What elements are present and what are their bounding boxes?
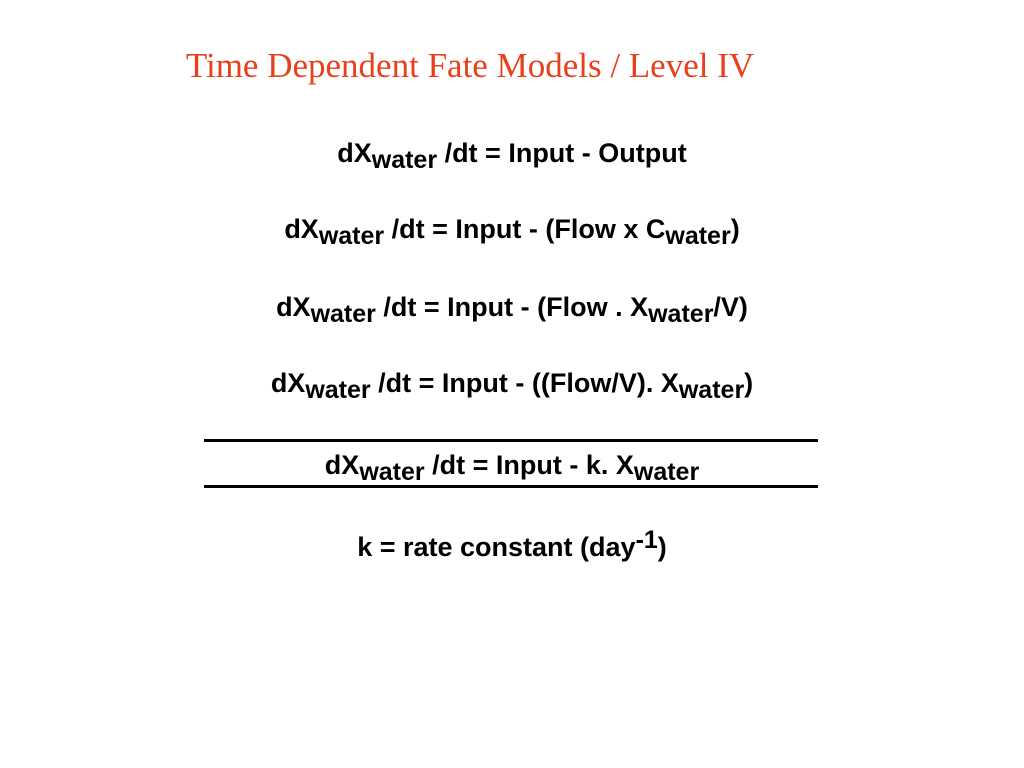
equation-flow-over-volume: dXwater /dt = Input - ((Flow/V). Xwater) [0, 366, 1024, 404]
equation-subscript: water [665, 222, 731, 250]
definition-term: k = rate constant (day [357, 532, 636, 562]
equation-term: /dt = Input - (Flow . X [375, 292, 649, 322]
equation-flow-concentration: dXwater /dt = Input - (Flow x Cwater) [0, 212, 1024, 250]
equation-subscript: water [633, 458, 700, 486]
equation-mass-balance: dXwater /dt = Input - Output [0, 136, 1024, 174]
equation-subscript: water [648, 300, 714, 328]
equation-term: ) [744, 368, 754, 398]
equation-term: /dt = Input - ((Flow/V). X [370, 368, 679, 398]
equation-term: dX [270, 368, 306, 398]
equation-subscript: water [318, 222, 385, 250]
equation-subscript: water [305, 376, 371, 404]
equation-subscript: water [371, 146, 438, 174]
equation-term: ) [730, 214, 740, 244]
equation-term: dX [276, 292, 311, 322]
equation-term: /dt = Input - (Flow x C [384, 214, 666, 244]
equation-rate-constant-form: dXwater /dt = Input - k. Xwater [0, 448, 1024, 486]
equation-subscript: water [678, 376, 745, 404]
equation-term: dX [337, 138, 372, 168]
equation-term: dX [324, 450, 360, 480]
equation-subscript: water [310, 300, 376, 328]
definition-term: ) [657, 532, 667, 562]
equation-term: dX [284, 214, 319, 244]
equation-term: /dt = Input - k. X [424, 450, 634, 480]
equation-flow-amount-volume: dXwater /dt = Input - (Flow . Xwater/V) [0, 290, 1024, 328]
divider-top [204, 439, 818, 442]
rate-constant-definition: k = rate constant (day-1) [0, 526, 1024, 565]
equation-term: /dt = Input - Output [437, 138, 687, 168]
slide-title: Time Dependent Fate Models / Level IV [185, 46, 755, 85]
equation-subscript: water [359, 458, 425, 486]
divider-bottom [204, 485, 818, 488]
equation-term: /V) [713, 292, 748, 322]
definition-superscript: -1 [635, 526, 658, 554]
